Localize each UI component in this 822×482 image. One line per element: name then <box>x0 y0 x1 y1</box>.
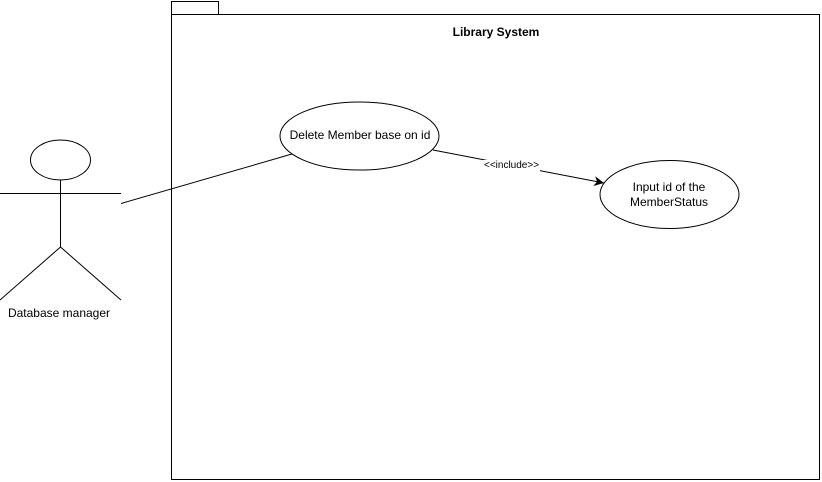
actor-head <box>30 139 91 181</box>
actor-name-label: Database manager <box>7 306 111 320</box>
use-case-delete-member-label: Delete Member base on id <box>289 128 431 142</box>
actor-database-manager[interactable] <box>0 139 122 301</box>
use-case-input-id-label: Input id of the MemberStatus <box>629 180 709 209</box>
system-boundary[interactable] <box>171 14 820 480</box>
association-line[interactable] <box>120 153 293 204</box>
system-title: Library System <box>452 25 540 39</box>
actor-left-leg <box>0 246 61 301</box>
include-stereotype-label: <<include>> <box>483 160 541 172</box>
use-case-input-id[interactable] <box>599 160 740 229</box>
actor-right-leg <box>60 246 122 301</box>
use-case-delete-member[interactable] <box>279 101 440 171</box>
system-boundary-tab[interactable] <box>171 1 219 15</box>
